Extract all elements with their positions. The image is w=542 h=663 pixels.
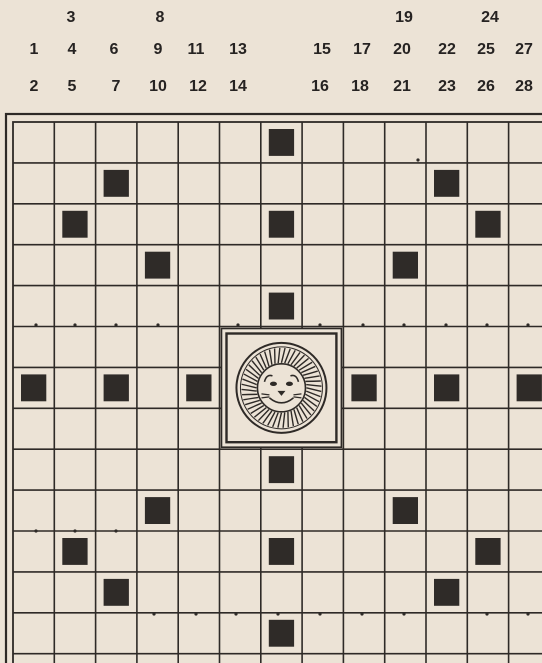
black-square (269, 538, 294, 565)
black-square (434, 170, 459, 197)
cell-dot (276, 612, 279, 615)
black-square (393, 497, 418, 524)
black-square (269, 620, 294, 647)
black-square (145, 252, 170, 279)
black-square (21, 374, 46, 401)
black-square (269, 293, 294, 320)
cell-dot (318, 323, 321, 326)
black-square (434, 374, 459, 401)
cell-dot (34, 323, 37, 326)
cell-dot (114, 323, 117, 326)
black-square (269, 456, 294, 483)
black-square (104, 579, 129, 606)
black-square (145, 497, 170, 524)
cell-dot (416, 158, 419, 161)
cell-dot (402, 612, 405, 615)
cell-dot (194, 612, 197, 615)
cell-dot (236, 323, 239, 326)
black-square (62, 538, 87, 565)
black-square (393, 252, 418, 279)
cell-dot (234, 612, 237, 615)
cell-dot (156, 323, 159, 326)
black-square (62, 211, 87, 238)
cell-dot (485, 323, 488, 326)
black-square (475, 211, 500, 238)
black-square (351, 374, 376, 401)
cell-dot (114, 529, 117, 532)
cell-dot (361, 323, 364, 326)
black-square (434, 579, 459, 606)
cell-dot (318, 612, 321, 615)
cell-dot (526, 612, 529, 615)
cell-dot (526, 323, 529, 326)
cell-dot (444, 323, 447, 326)
black-square (269, 211, 294, 238)
black-square (104, 374, 129, 401)
black-square (517, 374, 542, 401)
cell-dot (34, 529, 37, 532)
black-square (269, 129, 294, 156)
cell-dot (360, 612, 363, 615)
black-square (475, 538, 500, 565)
cell-dot (73, 323, 76, 326)
black-square (104, 170, 129, 197)
cell-dot (485, 612, 488, 615)
black-square (186, 374, 211, 401)
cell-dot (152, 612, 155, 615)
cell-dot (73, 529, 76, 532)
cell-dot (402, 323, 405, 326)
